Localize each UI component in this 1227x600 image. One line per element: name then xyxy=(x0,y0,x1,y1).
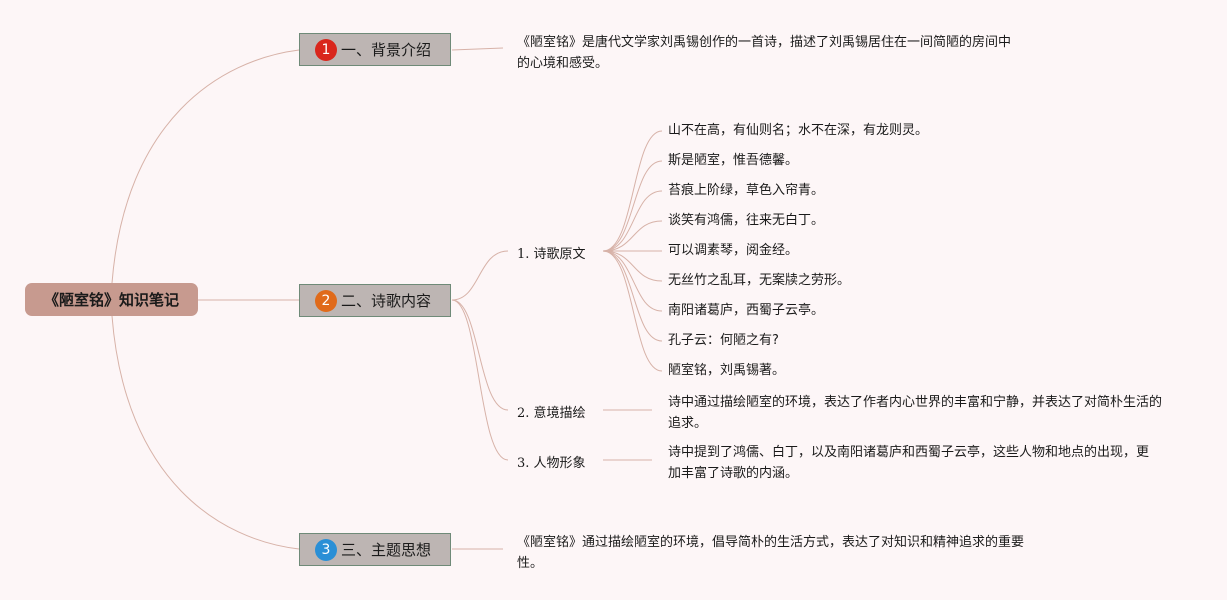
root-node[interactable]: 《陋室铭》知识笔记 xyxy=(25,283,198,316)
poem-line: 苔痕上阶绿，草色入帘青。 xyxy=(668,183,825,198)
poem-line: 孔子云：何陋之有? xyxy=(668,333,779,348)
poem-line: 无丝竹之乱耳，无案牍之劳形。 xyxy=(668,273,851,288)
topic-theme[interactable]: 3 三、主题思想 xyxy=(299,533,451,566)
topic-label: 一、背景介绍 xyxy=(341,41,432,59)
number-badge-3: 3 xyxy=(315,538,337,561)
number-badge-1: 1 xyxy=(315,38,337,61)
poem-line: 斯是陋室，惟吾德馨。 xyxy=(668,153,799,168)
topic-label: 二、诗歌内容 xyxy=(341,292,432,310)
topic-background[interactable]: 1 一、背景介绍 xyxy=(299,33,451,66)
subtopic-characters[interactable]: 3. 人物形象 xyxy=(517,456,586,471)
background-description: 《陋室铭》是唐代文学家刘禹锡创作的一首诗，描述了刘禹锡居住在一间简陋的房间中的心… xyxy=(517,35,1012,71)
theme-description: 《陋室铭》通过描绘陋室的环境，倡导简朴的生活方式，表达了对知识和精神追求的重要性… xyxy=(517,535,1025,571)
poem-line: 陋室铭，刘禹锡著。 xyxy=(668,363,786,378)
characters-description: 诗中提到了鸿儒、白丁，以及南阳诸葛庐和西蜀子云亭，这些人物和地点的出现，更加丰富… xyxy=(668,445,1150,481)
subtopic-imagery[interactable]: 2. 意境描绘 xyxy=(517,406,586,421)
topic-label: 三、主题思想 xyxy=(341,541,432,559)
root-label: 《陋室铭》知识笔记 xyxy=(43,291,179,309)
poem-line: 谈笑有鸿儒，往来无白丁。 xyxy=(668,213,825,228)
poem-line: 可以调素琴，阅金经。 xyxy=(668,243,799,258)
topic-poem-content[interactable]: 2 二、诗歌内容 xyxy=(299,284,451,317)
number-badge-2: 2 xyxy=(315,289,337,312)
poem-line: 山不在高，有仙则名；水不在深，有龙则灵。 xyxy=(668,123,929,138)
imagery-description: 诗中通过描绘陋室的环境，表达了作者内心世界的丰富和宁静，并表达了对简朴生活的追求… xyxy=(668,395,1163,431)
subtopic-original-text[interactable]: 1. 诗歌原文 xyxy=(517,247,586,262)
poem-line: 南阳诸葛庐，西蜀子云亭。 xyxy=(668,303,825,318)
